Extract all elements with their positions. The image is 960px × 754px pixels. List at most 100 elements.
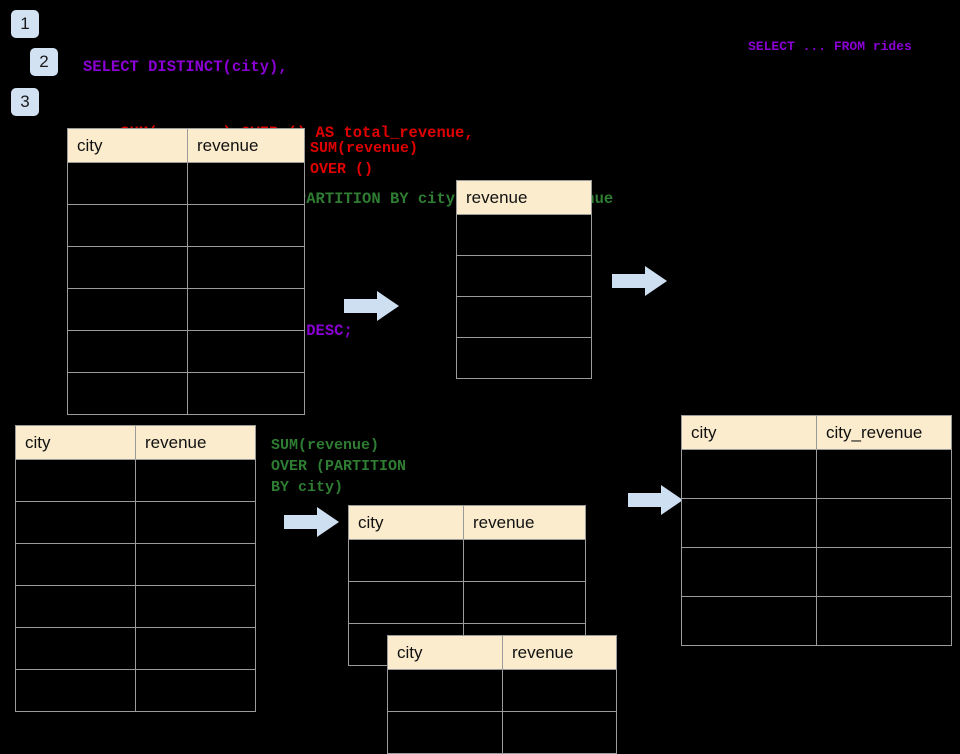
table-cell [67,372,188,415]
table-row [456,337,592,379]
table-cell [15,669,136,712]
table-cell [135,501,256,544]
table-cell [816,596,952,646]
table-cell [135,669,256,712]
table-cell [456,214,592,256]
table-row [387,669,617,712]
table-row [681,547,952,597]
table-header-row: revenue [456,180,592,215]
column-header-city: city [15,425,136,460]
step-badge-2: 2 [30,48,58,76]
table-row [67,204,305,247]
table-row [681,498,952,548]
column-header-city: city [348,505,464,540]
table-row [15,501,256,544]
table-cell [348,581,464,624]
table-header-row: city revenue [67,128,305,163]
table-cell [502,711,617,754]
table-cell [463,581,586,624]
table-cell [187,162,305,205]
table-partition-group-a: city revenue [348,505,586,666]
table-total-revenue: revenue [456,180,592,379]
column-header-revenue: revenue [463,505,586,540]
table-cell [681,547,817,597]
column-header-revenue: revenue [135,425,256,460]
table-cell [816,449,952,499]
table-header-row: city revenue [387,635,617,670]
arrow-right-icon-partition-to-result [628,485,683,515]
table-row [456,214,592,256]
table-row [456,255,592,297]
column-header-city: city [681,415,817,450]
table-cell [67,330,188,373]
step-badge-3: 3 [11,88,39,116]
arrow-right-icon-rides-to-total-revenue [344,291,399,321]
sql-line-select: SELECT DISTINCT(city), [83,58,288,76]
table-partition-group-b: city revenue [387,635,617,754]
table-header-row: city revenue [348,505,586,540]
annotation-total-revenue: SUM(revenue) OVER () [310,140,419,178]
table-rides-top: city revenue [67,128,305,415]
column-header-city-revenue: city_revenue [816,415,952,450]
column-header-revenue: revenue [502,635,617,670]
table-row [15,627,256,670]
table-cell [67,204,188,247]
table-header-row: city city_revenue [681,415,952,450]
table-cell [681,498,817,548]
table-cell [348,539,464,582]
table-cell [135,627,256,670]
table-cell [681,596,817,646]
table-cell [456,255,592,297]
table-cell [15,459,136,502]
table-cell [187,372,305,415]
table-cell [67,246,188,289]
table-row [67,330,305,373]
table-cell [67,162,188,205]
table-row [15,543,256,586]
table-cell [816,498,952,548]
table-row [67,162,305,205]
step-badge-1: 1 [11,10,39,38]
table-cell [15,585,136,628]
table-row [15,585,256,628]
table-cell [456,296,592,338]
table-row [15,459,256,502]
table-row [67,288,305,331]
table-row [348,539,586,582]
column-header-city: city [67,128,188,163]
table-result: city city_revenue [681,415,952,646]
table-cell [463,539,586,582]
table-row [387,711,617,754]
table-row [67,246,305,289]
table-row [348,581,586,624]
table-row [15,669,256,712]
table-cell [816,547,952,597]
annotation-city-revenue: SUM(revenue) OVER (PARTITION BY city) [271,437,407,496]
table-row [681,449,952,499]
table-cell [15,627,136,670]
table-row [681,596,952,646]
table-cell [15,543,136,586]
sql-aside-select-from-rides: SELECT ... FROM rides [748,39,912,54]
column-header-revenue: revenue [187,128,305,163]
table-rides-bottom: city revenue [15,425,256,712]
table-cell [681,449,817,499]
table-cell [187,288,305,331]
table-cell [387,669,503,712]
table-cell [502,669,617,712]
table-row [456,296,592,338]
table-cell [67,288,188,331]
table-cell [187,246,305,289]
table-row [67,372,305,415]
column-header-city: city [387,635,503,670]
arrow-right-icon-total-revenue-to-result [612,266,667,296]
table-cell [187,330,305,373]
table-cell [456,337,592,379]
table-cell [135,543,256,586]
table-cell [135,585,256,628]
column-header-revenue: revenue [456,180,592,215]
table-cell [387,711,503,754]
table-cell [135,459,256,502]
table-cell [15,501,136,544]
arrow-right-icon-rides-to-partition [284,507,339,537]
